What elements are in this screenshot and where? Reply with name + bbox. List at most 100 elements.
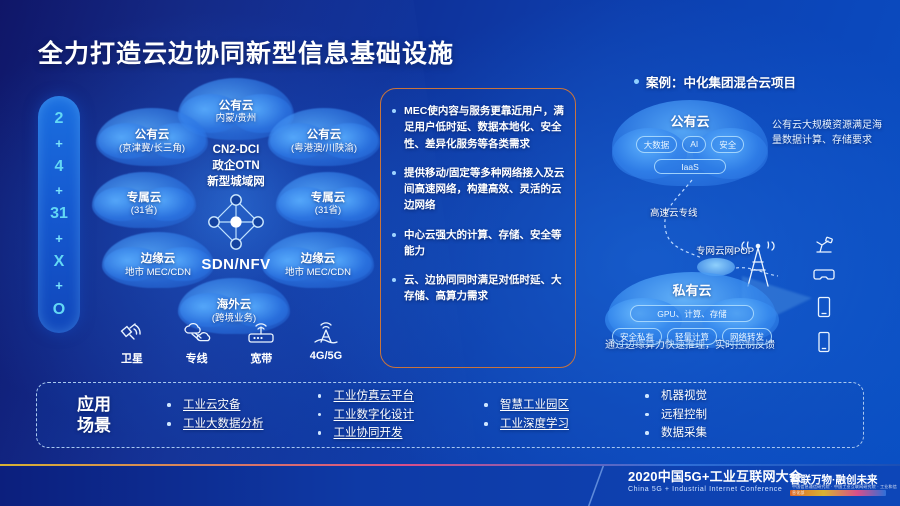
footer-organizer-text: 中国信息通信研究院 · 中国工业互联网研究院 · 工业和信息化部 — [792, 483, 897, 495]
left-metric-pill: 2 + 4 + 31 + X + O — [38, 96, 80, 333]
cloud-title: 专属云 — [126, 191, 162, 204]
cloud-edge-left: 边缘云 地市 MEC/CDN — [102, 232, 214, 288]
pill-item-8: O — [52, 300, 66, 318]
private-cloud-title: 私有云 — [672, 283, 712, 298]
cloud-public-inner-mongolia: 公有云 内蒙/贵州 — [178, 78, 294, 140]
core-line-2: 政企OTN — [212, 160, 260, 173]
pill-item-3: + — [55, 183, 63, 199]
bullet-dot-icon — [634, 79, 639, 84]
scenario-item[interactable]: 工业协同开发 — [316, 424, 415, 443]
scenario-column-2: 工业仿真云平台 工业数字化设计 工业协同开发 — [316, 387, 415, 443]
footer-diagonal-divider — [576, 466, 616, 506]
cloud-link-path — [664, 179, 703, 259]
cloud-subtitle: (跨境业务) — [211, 312, 257, 324]
cell-tower-icon — [741, 241, 775, 287]
tech-label: 专线 — [185, 353, 208, 365]
footer-accent-line — [0, 464, 900, 466]
scenario-item[interactable]: 远程控制 — [643, 406, 707, 425]
cloud-title: 公有云 — [306, 129, 342, 142]
cloud-dedicated-left: 专属云 (31省) — [92, 172, 196, 228]
access-technology-row: 卫星 专线 — [104, 318, 354, 370]
footer-organizer-bar — [790, 490, 886, 496]
scenarios-title-line1: 应用 — [77, 394, 111, 414]
tag-gpu-compute-storage: GPU、计算、存储 — [630, 305, 754, 322]
pill-item-2: 4 — [54, 157, 64, 175]
tech-label: 宽带 — [250, 353, 273, 365]
application-scenarios-panel: 应用 场景 工业云灾备 工业大数据分析 工业仿真云平台 工业数字化设计 工业协同… — [36, 382, 864, 448]
benefit-item: 云、边协同同时满足对低时延、大存储、高算力需求 — [389, 272, 565, 305]
benefit-item: 中心云强大的计算、存储、安全等能力 — [389, 227, 565, 260]
cloud-title: 海外云 — [216, 299, 252, 312]
cloud-edge-right: 边缘云 地市 MEC/CDN — [262, 232, 374, 288]
cloud-subtitle: (31省) — [130, 205, 158, 217]
core-line-3: 新型城域网 — [207, 176, 265, 189]
cloud-title: 公有云 — [218, 99, 254, 112]
public-cloud-tags: 大数据 AI 安全 — [612, 136, 768, 153]
cloud-subtitle: 内蒙/贵州 — [215, 113, 257, 125]
tag-bigdata: 大数据 — [635, 136, 678, 153]
center-network-core: CN2-DCI 政企OTN 新型城域网 SDN/NFV — [188, 142, 284, 292]
scenario-item[interactable]: 机器视觉 — [643, 387, 707, 406]
scenario-item[interactable]: 工业大数据分析 — [165, 415, 264, 434]
pill-item-6: X — [53, 253, 65, 271]
tablet-icon — [816, 296, 832, 318]
cloud-cluster-diagram: 公有云 内蒙/贵州 公有云 (京津冀/长三角) 公有云 (粤港澳/川陕渝) 专属… — [92, 78, 380, 334]
cloud-shape-icon — [268, 108, 380, 166]
scenarios-title-line2: 场景 — [77, 416, 111, 435]
conference-slogan: 智联万物·融创未来 — [790, 474, 878, 486]
scenario-item[interactable]: 工业深度学习 — [482, 415, 569, 434]
robot-arm-icon — [813, 236, 835, 254]
conference-name-en: China 5G + Industrial Internet Conferenc… — [628, 486, 783, 493]
cloud-shape-icon — [92, 172, 196, 228]
private-cloud-note: 通过边缘算力快速推理，实时控制反馈 — [605, 340, 775, 351]
mobile-network-icon — [298, 318, 354, 348]
cloud-shape-icon — [102, 232, 214, 288]
tech-item-mobile-network: 4G/5G — [298, 318, 354, 370]
pill-item-4: 31 — [50, 205, 68, 223]
broadband-router-icon — [233, 318, 289, 348]
cloud-title: 边缘云 — [140, 253, 176, 266]
tag-light-compute: 轻量计算 — [666, 328, 717, 345]
scenario-item[interactable]: 工业数字化设计 — [316, 406, 414, 425]
high-speed-line-label: 高速云专线 — [650, 208, 698, 219]
tag-ai: AI — [682, 136, 707, 153]
scenario-item[interactable]: 工业云灾备 — [165, 396, 264, 415]
tag-secure-private: 安全私有 — [611, 328, 662, 345]
pill-item-1: + — [55, 135, 63, 151]
satellite-icon — [104, 318, 160, 348]
cloud-subtitle: (京津冀/长三角) — [119, 142, 185, 154]
benefit-item: 提供移动/固定等多种网络接入及云间高速网络，构建高效、灵活的云边网络 — [389, 165, 565, 214]
private-cloud-node: 私有云 GPU、计算、存储 安全私有 轻量计算 网络转发 — [604, 272, 780, 348]
dedicated-line-icon — [169, 318, 225, 348]
public-cloud-title: 公有云 — [670, 114, 710, 129]
case-study-heading: 案例：中化集团混合云项目 — [634, 72, 796, 91]
footer-bar: 2020中国5G+工业互联网大会 China 5G + Industrial I… — [0, 466, 900, 506]
benefits-list: MEC使内容与服务更靠近用户，满足用户低时延、数据本地化、安全性、差异化服务等各… — [381, 89, 575, 305]
scenario-item[interactable]: 智慧工业园区 — [482, 396, 569, 415]
public-cloud-node: 公有云 大数据 AI 安全 IaaS — [612, 100, 768, 186]
cloud-shape-icon — [96, 108, 208, 166]
cloud-public-beijing: 公有云 (京津冀/长三角) — [96, 108, 208, 166]
tech-item-broadband: 宽带 — [233, 318, 289, 370]
pop-label: 专网云网POP — [696, 246, 755, 257]
scenario-column-3: 智慧工业园区 工业深度学习 — [482, 396, 569, 433]
cloud-overseas: 海外云 (跨境业务) — [178, 278, 290, 334]
network-topology-icon — [208, 194, 264, 251]
cloud-public-guangdong: 公有云 (粤港澳/川陕渝) — [268, 108, 380, 166]
scenario-item[interactable]: 工业仿真云平台 — [316, 387, 414, 406]
private-cloud-tags: 安全私有 轻量计算 网络转发 — [608, 328, 776, 345]
sdn-nfv-label: SDN/NFV — [201, 256, 271, 274]
conference-branding: 2020中国5G+工业互联网大会 China 5G + Industrial I… — [628, 466, 802, 493]
cloud-shape-icon — [604, 272, 780, 348]
cloud-shape-icon — [276, 172, 380, 228]
core-line-1: CN2-DCI — [212, 144, 260, 156]
tag-iaas: IaaS — [654, 159, 726, 174]
vr-headset-icon — [812, 267, 836, 283]
scenario-item[interactable]: 数据采集 — [643, 424, 707, 443]
scenarios-title: 应用 场景 — [61, 394, 127, 437]
cloud-subtitle: 地市 MEC/CDN — [285, 266, 351, 278]
cloud-dedicated-right: 专属云 (31省) — [276, 172, 380, 228]
cloud-title: 公有云 — [134, 129, 170, 142]
benefit-item: MEC使内容与服务更靠近用户，满足用户低时延、数据本地化、安全性、差异化服务等各… — [389, 103, 565, 152]
